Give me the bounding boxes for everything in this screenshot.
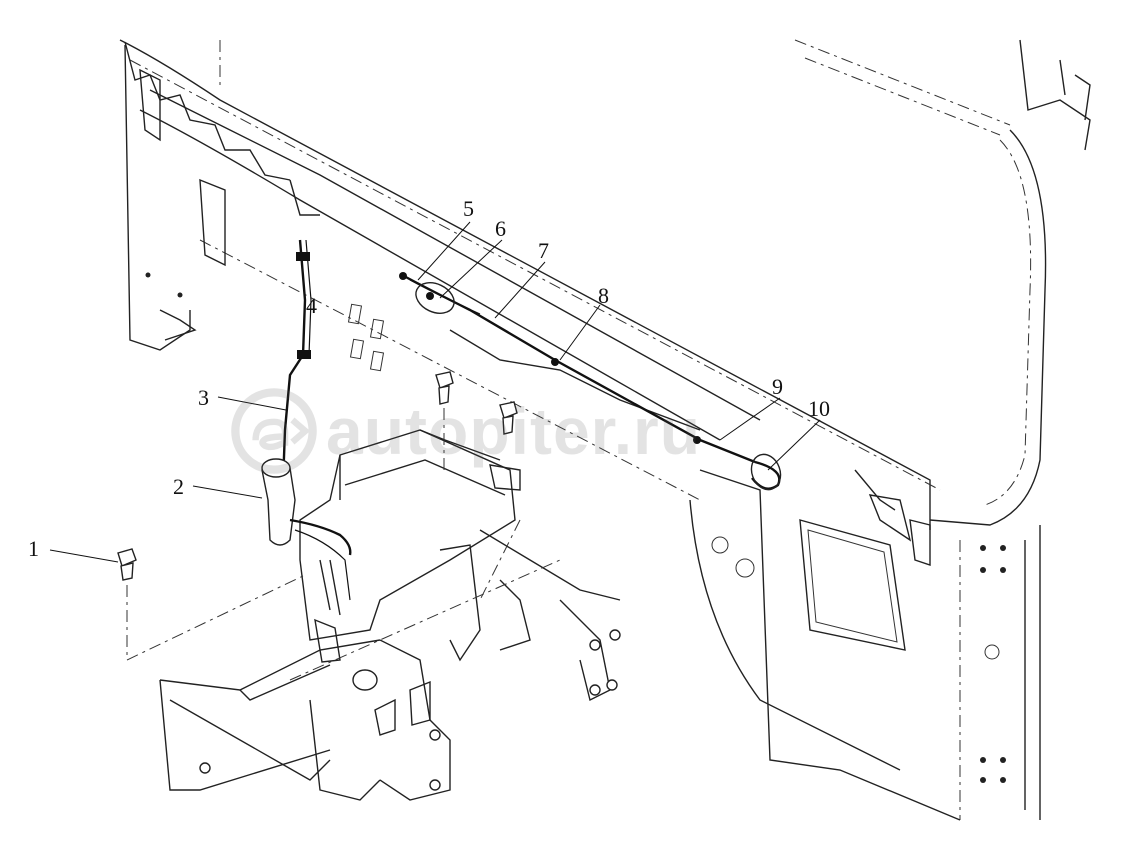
- cab-front-panel: [689, 39, 1091, 821]
- hose-clip-8: [551, 358, 559, 366]
- hose-loop-10: [750, 453, 782, 491]
- callout-labels: 1 2 3 4 5 6 7 8 9 10: [28, 196, 830, 561]
- hose-clip-9: [693, 436, 701, 444]
- front-cross-beam: [119, 39, 941, 530]
- callout-6: 6: [495, 216, 506, 241]
- rivet-group-upper: [980, 545, 1006, 573]
- washer-reservoir: [261, 429, 521, 663]
- frame-bolts: [199, 629, 621, 791]
- callout-2: 2: [173, 474, 184, 499]
- callout-9: 9: [772, 374, 783, 399]
- callout-8: 8: [598, 283, 609, 308]
- callout-4: 4: [306, 293, 317, 318]
- mounting-frame: [126, 519, 621, 801]
- bolt-1: [117, 548, 137, 660]
- reservoir-bracket: [489, 464, 521, 491]
- beam-slots: [347, 303, 385, 372]
- bolt-top-2: [499, 401, 518, 435]
- washer-hose-assembly: [399, 272, 782, 491]
- callout-7: 7: [538, 238, 549, 263]
- washer-nozzle-tip: [399, 272, 407, 280]
- callout-3: 3: [198, 385, 209, 410]
- callout-1: 1: [28, 536, 39, 561]
- rivet-group-lower: [980, 757, 1006, 783]
- washer-nozzle-bracket: [415, 282, 455, 314]
- callout-10: 10: [808, 396, 830, 421]
- leader-lines: [49, 221, 821, 563]
- bolt-top-1: [435, 371, 454, 470]
- filler-cap: [261, 458, 291, 478]
- callout-5: 5: [463, 196, 474, 221]
